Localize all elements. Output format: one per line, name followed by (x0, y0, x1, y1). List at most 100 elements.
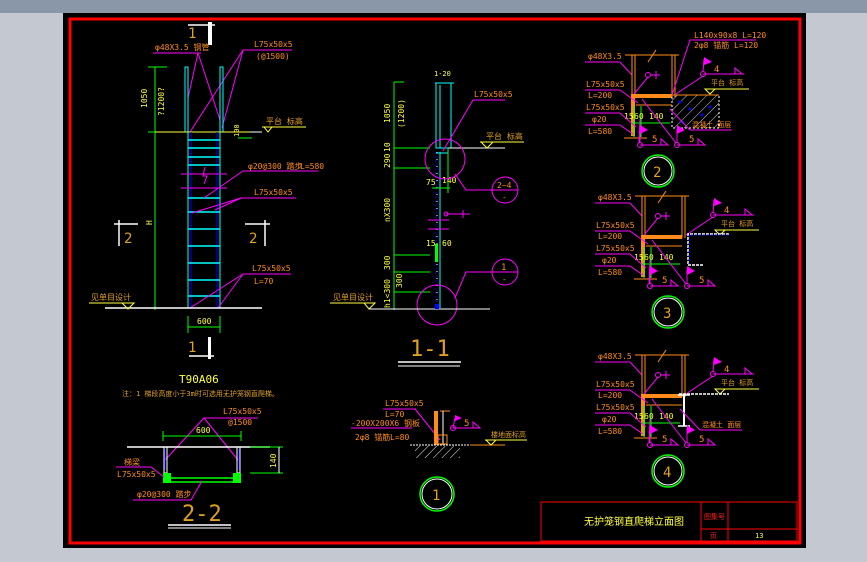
leader-line (685, 375, 714, 395)
leader-line (150, 466, 165, 478)
weld-size-bottom: 5 (689, 135, 694, 145)
rung-label: φ20@300 踏步 (248, 161, 303, 171)
platform-angle (642, 235, 682, 239)
rung-length: L=580 (588, 127, 612, 136)
drawing-title: 无护笼钢直爬梯立面图 (584, 515, 684, 528)
top-angle-label: L75x50x5 (223, 407, 262, 416)
weld-size-top: 4 (724, 206, 729, 216)
weld-flag-pole (452, 417, 456, 429)
leader-line (454, 271, 492, 299)
beam-label: L140x90x8 L=120 (694, 31, 766, 40)
anchor-label: 2φ8 锚筋 (355, 432, 390, 442)
guard-post-right (219, 66, 224, 133)
post-label: L75x50x5 (254, 40, 293, 49)
leader-line (651, 398, 687, 444)
concrete-aggregate (700, 113, 704, 117)
dim-n300: nX300 (383, 198, 392, 222)
weld-flag-icon (704, 57, 712, 65)
section-mark-bottom: 1 (188, 340, 196, 356)
dim-140: 140 (659, 412, 674, 421)
dim-290: 290 (383, 153, 392, 168)
leader-line (203, 170, 244, 199)
platform-label: 平台 标高 (711, 78, 743, 87)
weld-size-top: 4 (724, 365, 729, 375)
detail-callout-circle (424, 138, 466, 180)
angle-1-length: L=200 (598, 391, 622, 400)
angle-1-label: L75x50x5 (596, 380, 635, 389)
weld-size-bottom: 5 (652, 135, 657, 145)
dim-1200: (1200) (397, 99, 406, 128)
weld-flag-icon (687, 425, 695, 434)
base-plate (437, 434, 448, 445)
concrete-aggregate (688, 107, 692, 111)
dim-1050: 1050 (383, 104, 392, 123)
fillet-weld-icon (744, 207, 754, 216)
break-symbol (202, 166, 208, 185)
detail-circle-inner (653, 297, 683, 327)
weld-flag-icon (455, 415, 462, 421)
bottom-angle-length: L=70 (254, 277, 273, 286)
page-label: 页 (710, 532, 717, 540)
guard-post-left (184, 66, 189, 133)
angle-2-label: L75x50x5 (586, 103, 625, 112)
leader-line (633, 76, 649, 95)
rung-length: L=580 (300, 162, 324, 171)
model-code: T90A06 (179, 373, 219, 386)
dim-75: 75 (426, 178, 436, 187)
leader-line (189, 49, 244, 133)
top-tag: 1-20 (434, 70, 451, 78)
angle-2-label: L75x50x5 (596, 403, 635, 412)
weld-size-bottom: 5 (699, 435, 704, 445)
platform-angle (642, 394, 682, 398)
platform-label: 平台 标高 (721, 378, 753, 387)
detail-circle-outer (651, 295, 685, 329)
leader-line (629, 202, 643, 217)
level-triangle-icon (713, 229, 727, 236)
leader-line (164, 417, 205, 461)
leader-line (641, 98, 677, 144)
leader-line (643, 217, 659, 236)
weld-flag-icon (714, 357, 722, 365)
dim-140: 140 (442, 176, 457, 185)
leader-line (671, 39, 691, 96)
level-triangle-icon (479, 141, 495, 149)
dim-300b: 300 (395, 273, 404, 288)
section-1-1: 1-20 L75x50x5 平台 标高 1050 (1200) 10 290 7… (330, 70, 524, 367)
concrete-hatch (671, 94, 720, 129)
fillet-weld-icon (660, 137, 670, 146)
level-triangle-icon (120, 302, 136, 310)
callout-top-sub: - (502, 193, 507, 202)
level-triangle-icon (484, 439, 498, 446)
weld-circle (645, 72, 651, 78)
dim-1050: 1050 (140, 89, 149, 108)
section-title: 2-2 (182, 502, 222, 527)
fillet-weld-icon (734, 66, 744, 75)
pipe-label: φ48X3.5 (598, 352, 632, 361)
dim-300a: 300 (383, 255, 392, 270)
weld-flag-pole (702, 58, 705, 73)
concrete-aggregate (708, 105, 712, 109)
leader-line (629, 389, 649, 404)
dim-140: 140 (659, 253, 674, 262)
pipe-label: φ48X3.5 (588, 52, 622, 61)
detail-circle-outer (651, 454, 685, 488)
rung-length: L=580 (598, 427, 622, 436)
concrete-hatch (415, 446, 460, 458)
section-mark-top: 1 (188, 26, 196, 42)
leader-line (685, 216, 714, 236)
rung-label: φ20@300 踏步 (137, 489, 192, 499)
floor-label: 楼地面标高 (491, 430, 526, 439)
leader-line (217, 273, 244, 309)
weld-flag-icon (650, 266, 658, 275)
leader-line (629, 424, 644, 435)
stringer-section (641, 394, 645, 436)
section-2-2: L75x50x5 @1500 600 140 梯梁 L75x50x5 φ20@3… (116, 407, 283, 529)
channel-beam-back (688, 234, 729, 264)
level-triangle-icon (362, 302, 377, 310)
note-text: 注：1 梯段高度小于3m时可选用无护笼钢直爬梯。 (122, 389, 279, 398)
angle-1-label: L75x50x5 (586, 80, 625, 89)
leader-line (189, 273, 244, 309)
angle-2-label: L75x50x5 (596, 244, 635, 253)
leader-line (629, 253, 647, 269)
